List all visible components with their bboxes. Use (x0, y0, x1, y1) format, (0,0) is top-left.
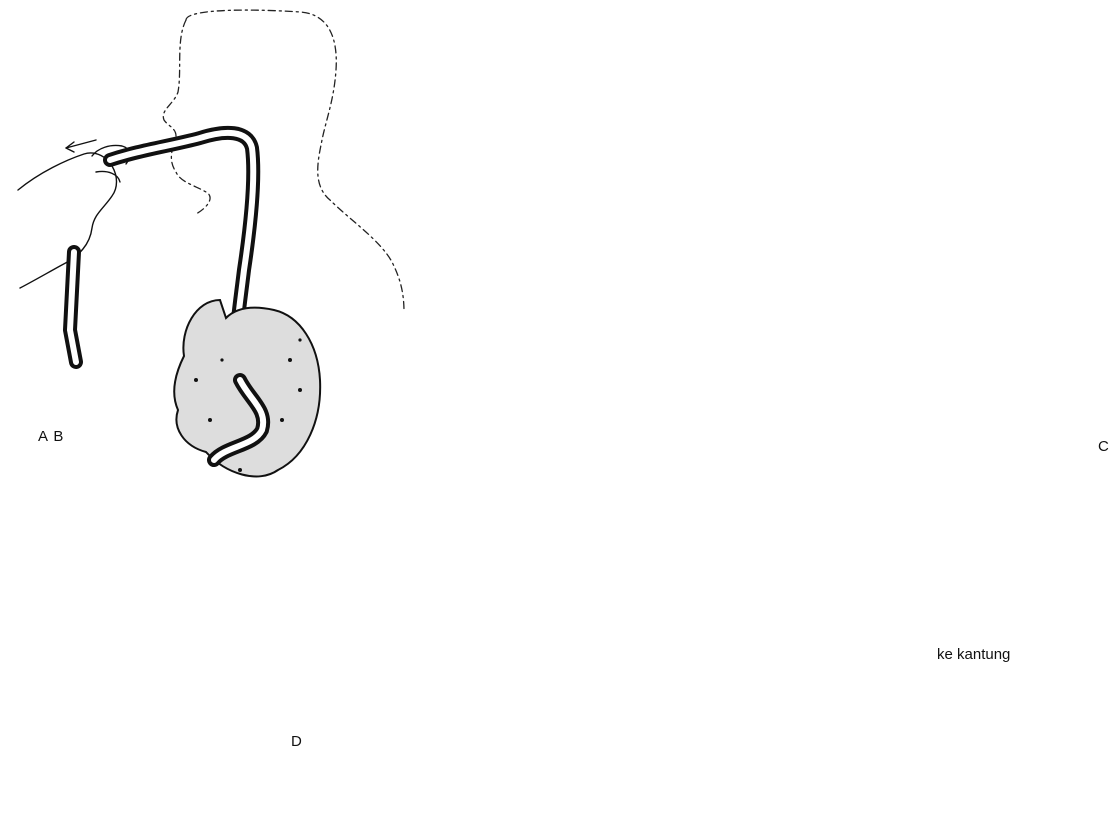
nasal-tube-annotation: ke kantung (937, 646, 1010, 663)
panel-ab-label: A B (38, 428, 64, 445)
panel-ab-head-outline (186, 10, 404, 312)
panel-c-label: C (1098, 438, 1110, 455)
panel-ab-figure (18, 10, 404, 476)
panel-d-label: D (291, 733, 303, 750)
panel-ab-face-outline (163, 20, 210, 214)
